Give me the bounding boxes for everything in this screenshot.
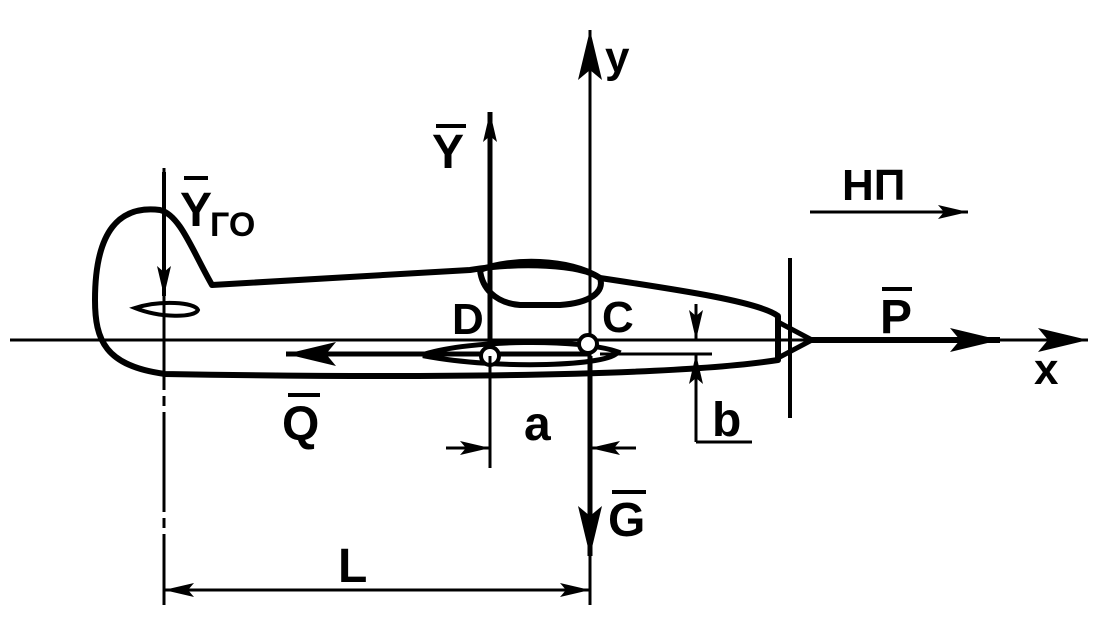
y-axis-label: y (605, 33, 630, 82)
weight-label: G (608, 494, 645, 547)
point-c (577, 333, 599, 355)
x-axis-label: x (1034, 345, 1059, 394)
dim-b-label: b (712, 394, 741, 447)
dim-l-label: L (338, 540, 367, 593)
flight-direction-label: НП (842, 161, 905, 210)
tail-lift-subscript: ГО (210, 206, 255, 244)
tail-lift-label: Y (180, 184, 212, 237)
drag-label: Q (282, 398, 319, 451)
nose-cone (775, 317, 818, 363)
thrust-label: P (880, 291, 912, 344)
fuselage-outline (92, 206, 781, 380)
point-d-label: D (452, 295, 484, 344)
dim-a-label: a (524, 398, 551, 451)
canopy (476, 258, 604, 308)
tail-section (129, 300, 201, 318)
lift-label: Y (432, 126, 464, 179)
point-c-label: C (602, 293, 634, 342)
